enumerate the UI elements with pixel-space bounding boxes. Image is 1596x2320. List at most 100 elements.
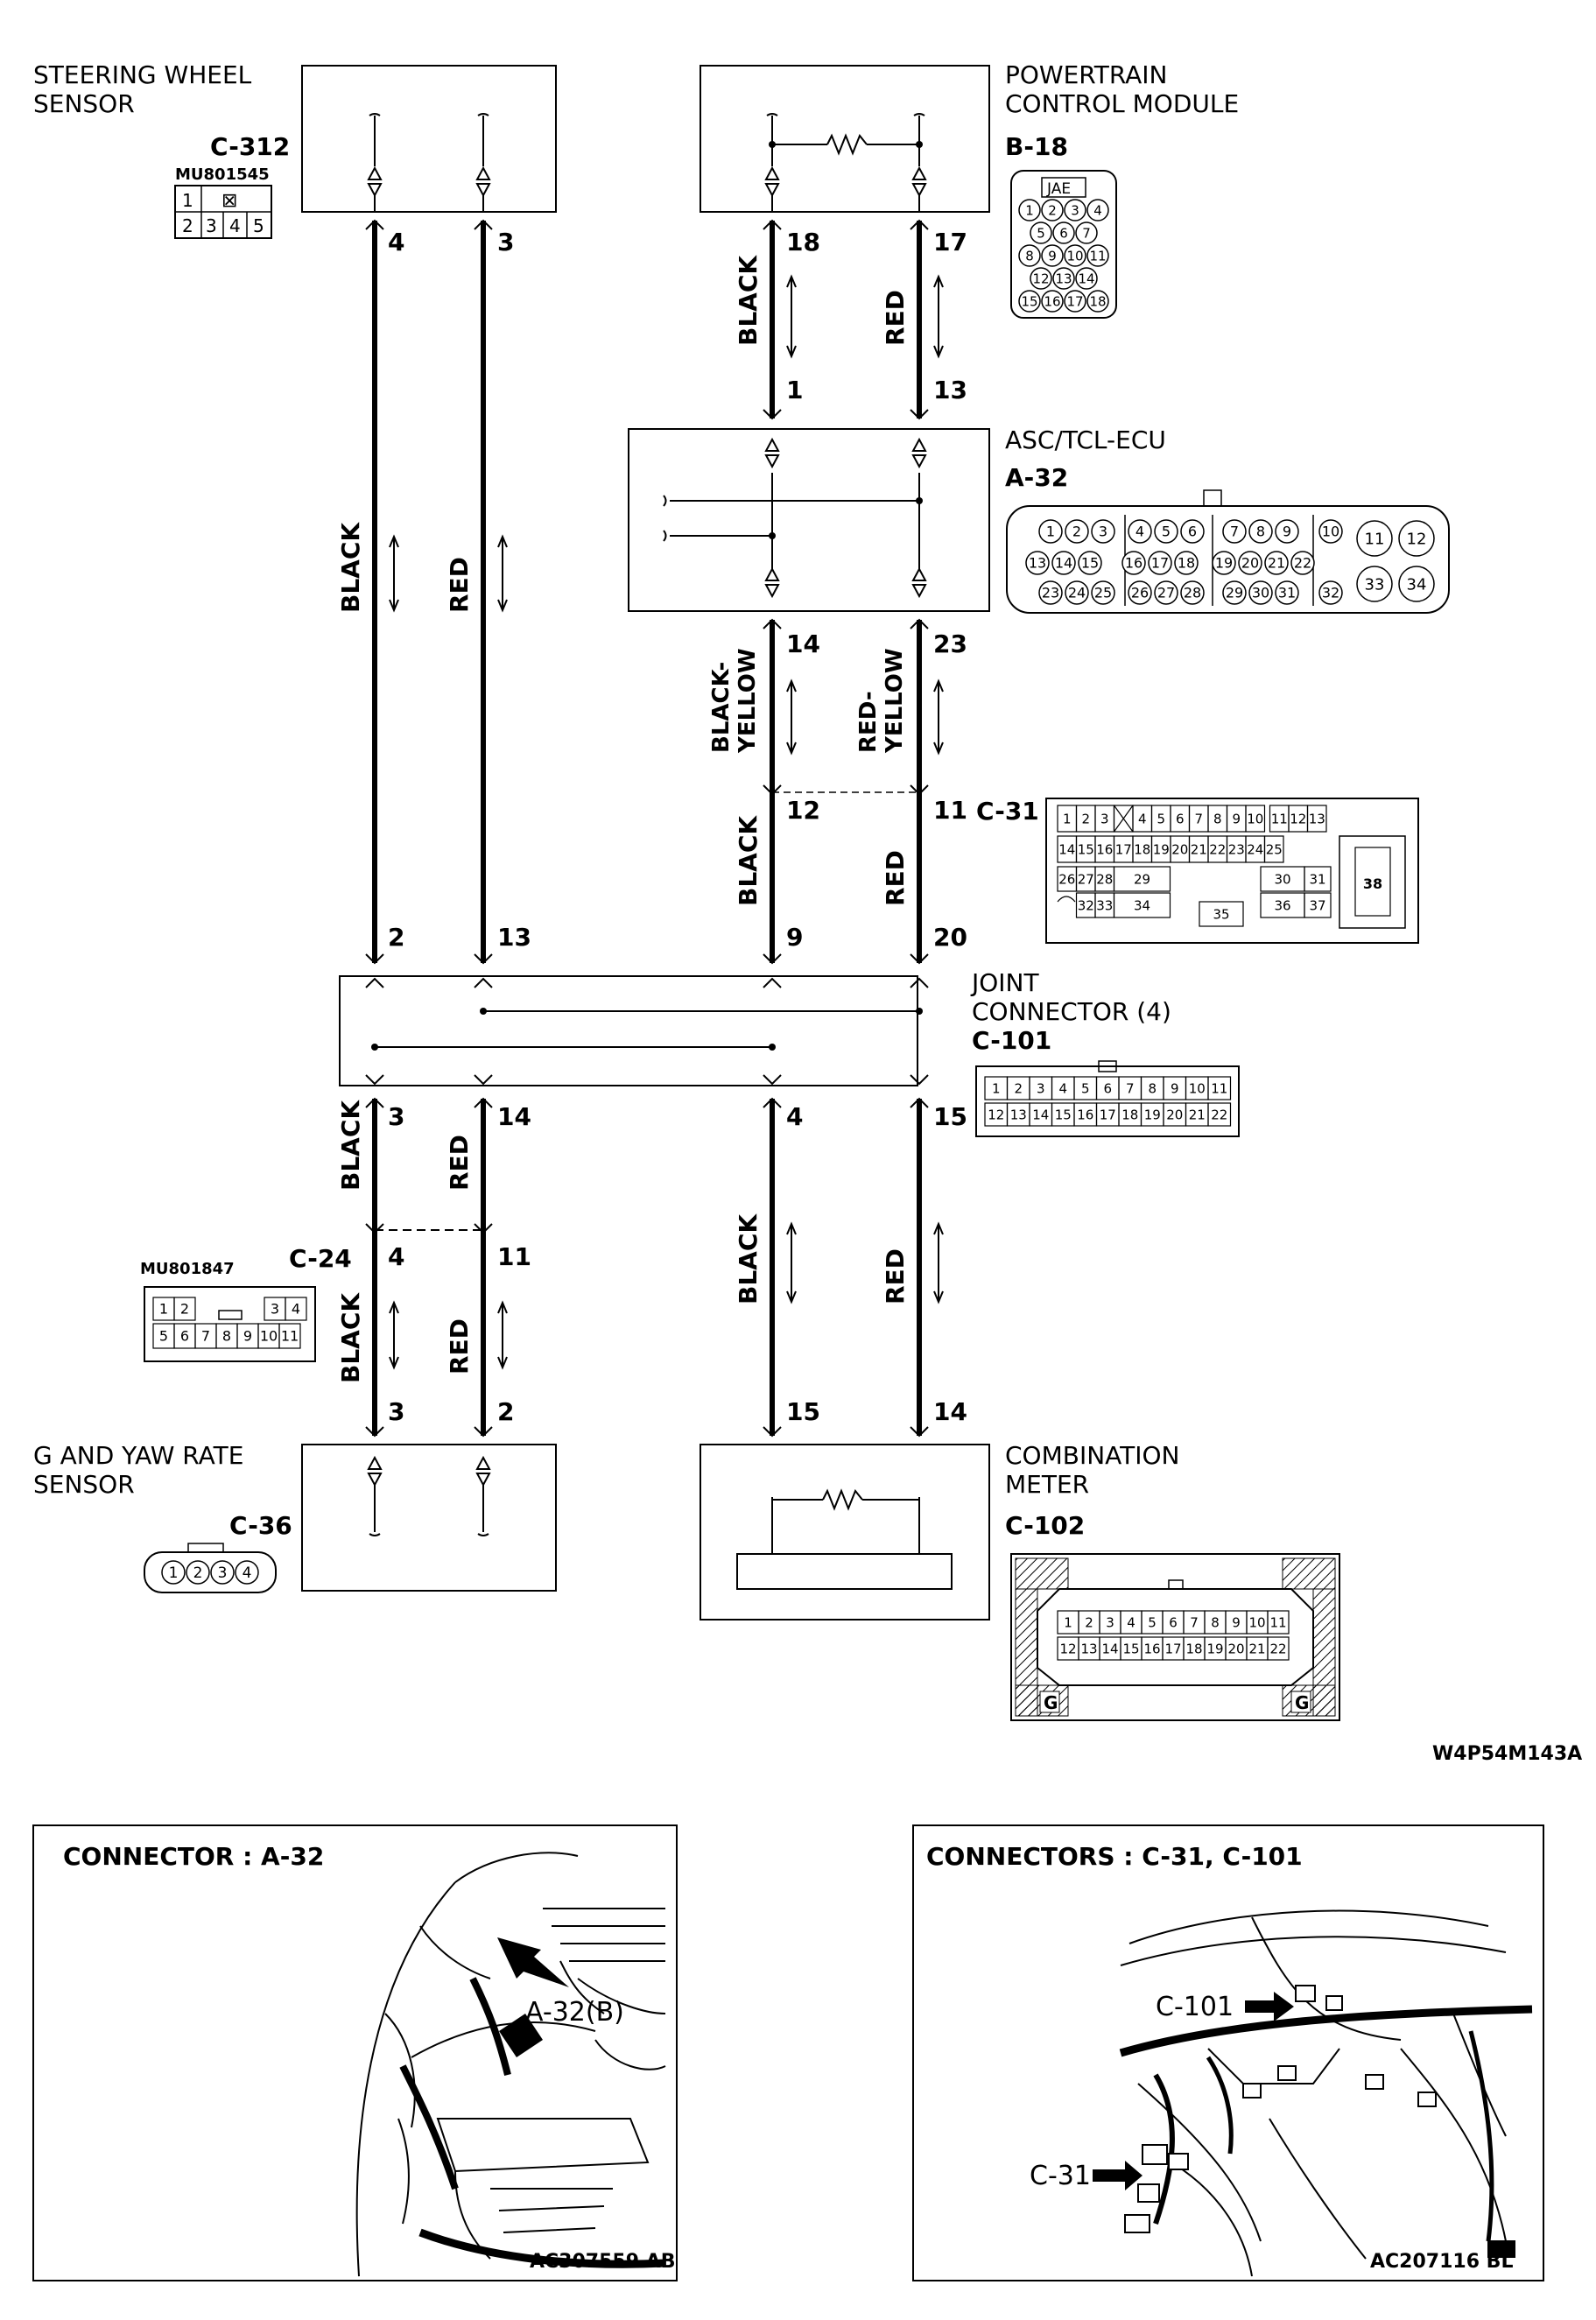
pin-label: 5: [1037, 225, 1045, 241]
pin-label: 9: [1283, 524, 1291, 540]
svg-text:RED: RED: [445, 1135, 474, 1191]
pin-label: 18: [1089, 293, 1106, 309]
pin-label: 14: [1058, 841, 1075, 857]
diagram-id: W4P54M143A: [1432, 1743, 1582, 1765]
pin-label: 18: [1121, 1107, 1138, 1122]
pin-label: 2: [180, 1301, 189, 1318]
connector-c101-label: C-101: [972, 1026, 1051, 1055]
pin-numbers: 4 3 18 17 1 13 14 23 12 11 2 13 9 20 3 1…: [388, 228, 967, 1426]
pin-label: 2: [193, 1564, 203, 1582]
svg-text:⊠: ⊠: [221, 190, 237, 212]
pin-label: 9: [1171, 1080, 1179, 1096]
pin-label: 1: [992, 1080, 1001, 1096]
svg-text:5: 5: [253, 215, 264, 236]
callout-c101: C-101: [1156, 1992, 1234, 2022]
pin-label: 6: [1188, 524, 1197, 540]
pin-label: 21: [1268, 555, 1285, 572]
pin-label: 7: [1082, 225, 1091, 241]
pin-label: 14: [1101, 1641, 1118, 1656]
pin-label: 13: [1080, 1641, 1097, 1656]
svg-text:3: 3: [388, 1397, 404, 1426]
pin-label: 19: [1144, 1107, 1161, 1122]
pin-label: 7: [1230, 524, 1239, 540]
pin-label: 6: [180, 1328, 189, 1345]
pin-label: 19: [1206, 1641, 1223, 1656]
meter-name-1: COMBINATION: [1005, 1441, 1180, 1470]
pin-label: 2: [1081, 811, 1090, 826]
pin-label: 4: [1058, 1080, 1067, 1096]
gyaw-sensor-name-1: G AND YAW RATE: [33, 1441, 243, 1470]
pin-label: 22: [1294, 555, 1311, 572]
pin-label: 31: [1309, 871, 1325, 887]
combination-meter: COMBINATION METER C-102 G: [700, 1441, 1340, 1721]
pin-label: 16: [1143, 1641, 1160, 1656]
pin-label: 33: [1365, 575, 1385, 594]
ecu-name: ASC/TCL-ECU: [1005, 425, 1166, 454]
svg-text:YELLOW: YELLOW: [882, 648, 908, 754]
joint-connector-name-1: JOINT: [970, 968, 1040, 997]
pin-label: 4: [1135, 524, 1144, 540]
svg-text:2: 2: [182, 215, 193, 236]
svg-text:4: 4: [229, 215, 241, 236]
svg-text:13: 13: [497, 923, 531, 952]
pin-label: 28: [1184, 585, 1201, 601]
wire-color-labels: BLACK RED BLACK RED BLACK- YELLOW RED- Y…: [336, 255, 910, 1383]
pin-label: 1: [1046, 524, 1055, 540]
pin-label: 17: [1066, 293, 1083, 309]
joint-connector-name-2: CONNECTOR (4): [972, 997, 1171, 1026]
pin-label: 7: [1190, 1614, 1199, 1630]
pin-label: 13: [1309, 811, 1325, 826]
pin-label: 14: [1055, 555, 1072, 572]
pin-label: 5: [1162, 524, 1171, 540]
pin-label: 20: [1227, 1641, 1244, 1656]
svg-text:BLACK-: BLACK-: [708, 662, 735, 753]
pin-label: 25: [1094, 585, 1112, 601]
pin-label: 29: [1134, 871, 1150, 887]
pin-label: 6: [1176, 811, 1185, 826]
pin-label: 29: [1226, 585, 1243, 601]
pin-label: 8: [1025, 248, 1034, 264]
inset-c31-c101-image-code: AC207116 BL: [1370, 2251, 1513, 2273]
svg-text:RED: RED: [881, 1248, 910, 1304]
pin-label: 24: [1247, 841, 1263, 857]
svg-text:4: 4: [388, 228, 404, 257]
svg-text:11: 11: [497, 1242, 531, 1271]
pin-label: 19: [1215, 555, 1233, 572]
svg-text:9: 9: [786, 923, 803, 952]
pin-label: 14: [1032, 1107, 1049, 1122]
svg-text:BLACK: BLACK: [336, 522, 365, 613]
pin-label: 6: [1169, 1614, 1178, 1630]
pin-label: 10: [260, 1328, 278, 1345]
pin-label: 9: [243, 1328, 252, 1345]
pin-label: 8: [1148, 1080, 1157, 1096]
pin-label: 11: [1269, 1614, 1286, 1630]
pin-label: 34: [1134, 897, 1150, 913]
pin-label: 24: [1068, 585, 1086, 601]
pin-label: 27: [1078, 871, 1094, 887]
signal-arrows: [389, 274, 944, 1370]
pin-label: 3: [1100, 811, 1109, 826]
pin-label: 27: [1157, 585, 1175, 601]
svg-text:G: G: [1295, 1692, 1309, 1713]
svg-text:2: 2: [388, 923, 404, 952]
svg-text:RED: RED: [881, 850, 910, 906]
connector-b18-label: B-18: [1005, 132, 1068, 161]
steering-wheel-sensor: STEERING WHEEL SENSOR C-312 MU801545 1 ⊠…: [33, 60, 557, 239]
wires: [372, 221, 922, 1436]
pin-label: 17: [1151, 555, 1169, 572]
pin-label: 4: [292, 1301, 300, 1318]
pin-label: 13: [1010, 1107, 1027, 1122]
pin-label: 19: [1153, 841, 1170, 857]
pin-label: 18: [1185, 1641, 1202, 1656]
pin-label: 11: [1365, 530, 1385, 548]
steering-wheel-sensor-name-1: STEERING WHEEL: [33, 60, 252, 89]
pin-label: 11: [1271, 811, 1288, 826]
gyaw-sensor-name-2: SENSOR: [33, 1470, 135, 1499]
pin-label: 33: [1096, 897, 1113, 913]
connector-c24-label: C-24: [289, 1244, 352, 1273]
